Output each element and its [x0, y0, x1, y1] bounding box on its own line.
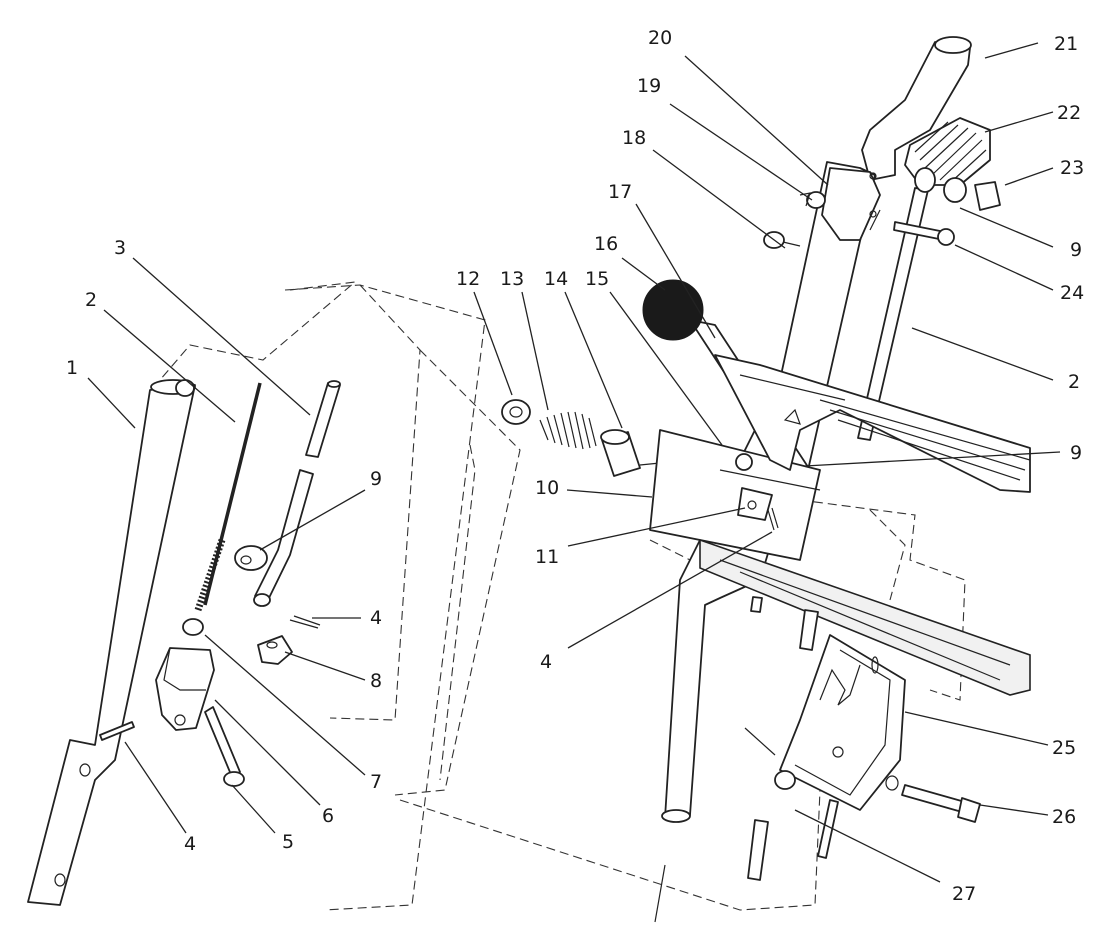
part-9-washer-upper [914, 167, 967, 203]
part-13-spring [539, 411, 597, 450]
part-25-lower-bracket [779, 634, 906, 811]
callout-12: 12 [456, 268, 480, 290]
part-1-handle-tube [27, 379, 196, 906]
part-23-bolt-head [974, 181, 1001, 211]
callout-13: 13 [500, 268, 524, 290]
part-4-cotter-pin-lower [99, 721, 135, 741]
leader-lines [87, 42, 1061, 883]
callout-26: 26 [1052, 806, 1076, 828]
callout-10: 10 [535, 477, 559, 499]
callout-21: 21 [1054, 33, 1078, 55]
lower-pins [654, 596, 839, 923]
part-26-bolt [885, 775, 981, 823]
callout-9-left: 9 [370, 468, 382, 490]
callout-9-right: 9 [1070, 442, 1082, 464]
part-27-washer [744, 727, 796, 790]
part-3-link-rod [305, 380, 341, 458]
callout-1: 1 [66, 357, 78, 379]
part-6-clevis-block [155, 647, 215, 731]
callout-22: 22 [1057, 102, 1081, 124]
callout-11: 11 [535, 546, 559, 568]
part-16-ball-knob [642, 279, 704, 341]
callout-24: 24 [1060, 282, 1084, 304]
part-14-bushing [600, 429, 661, 477]
callout-9-upper-right: 9 [1070, 239, 1082, 261]
callout-4-lower-left: 4 [184, 833, 196, 855]
part-4-cotter-pin-upper [289, 615, 321, 629]
part-11-small-bracket [737, 487, 779, 531]
callout-6: 6 [322, 805, 334, 827]
callout-27: 27 [952, 883, 976, 905]
callout-7: 7 [370, 771, 382, 793]
part-24-bolt [869, 209, 955, 246]
callout-labels: 1 2 3 9 4 8 7 6 5 4 12 13 14 15 16 17 18… [66, 27, 1084, 905]
callout-18: 18 [622, 127, 646, 149]
part-21-upper-handle [861, 36, 972, 181]
callout-20: 20 [648, 27, 672, 49]
part-9-washer-left [234, 545, 268, 571]
callout-8: 8 [370, 670, 382, 692]
callout-4-right: 4 [540, 651, 552, 673]
callout-19: 19 [637, 75, 661, 97]
part-12-knob-nut [501, 399, 531, 425]
callout-23: 23 [1060, 157, 1084, 179]
bent-link-rod [253, 469, 314, 607]
callout-14: 14 [544, 268, 568, 290]
part-8-square-nut [257, 635, 293, 665]
callout-2-right: 2 [1068, 371, 1080, 393]
callout-16: 16 [594, 233, 618, 255]
callout-17: 17 [608, 181, 632, 203]
callout-15: 15 [585, 268, 609, 290]
callout-25: 25 [1052, 737, 1076, 759]
callout-4-upper-left: 4 [370, 607, 382, 629]
part-7-nut [182, 618, 204, 636]
part-5-bolt [204, 706, 245, 787]
callout-5: 5 [282, 831, 294, 853]
part-2-control-rod [194, 382, 262, 612]
callout-3: 3 [114, 237, 126, 259]
part-20-bracket [821, 167, 881, 241]
callout-2-left: 2 [85, 289, 97, 311]
